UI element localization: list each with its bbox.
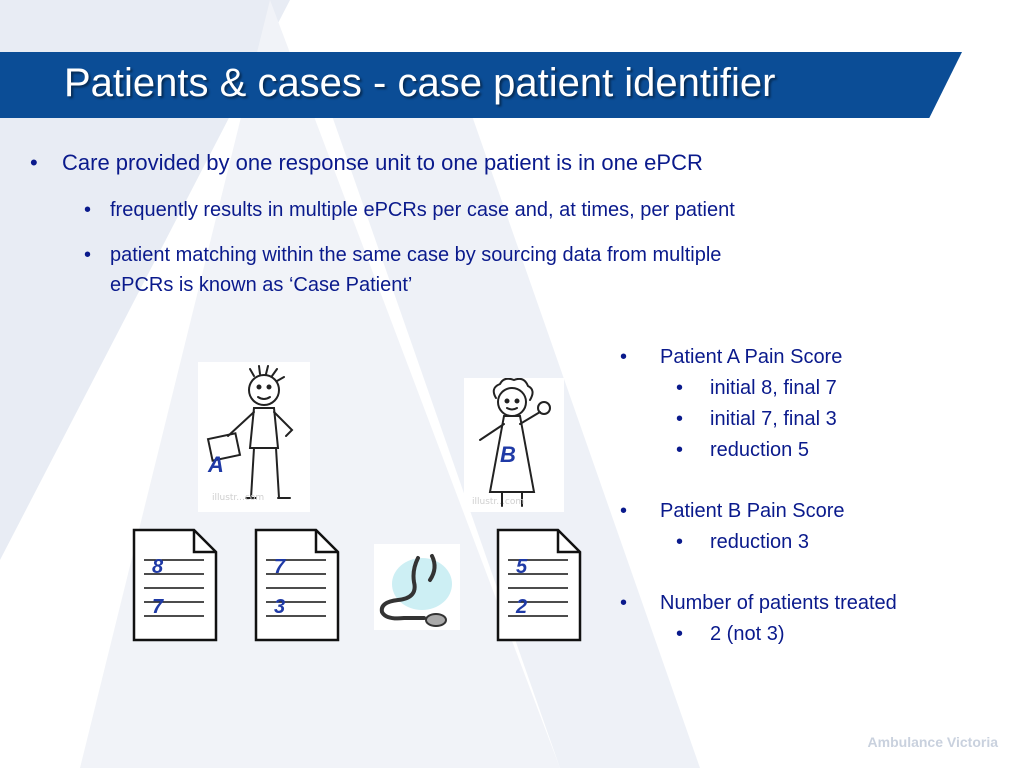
treated-item: 2 (not 3) bbox=[710, 623, 785, 645]
girl-with-flower-icon: illustr...com bbox=[472, 377, 551, 507]
patient-a-item: reduction 5 bbox=[710, 439, 809, 461]
patient-a-item: initial 8, final 7 bbox=[710, 377, 837, 399]
bullet-dot: • bbox=[676, 439, 684, 461]
doc-3-initial: 5 bbox=[516, 556, 528, 578]
patient-a-heading: Patient A Pain Score bbox=[660, 346, 843, 368]
patient-a-label: A bbox=[208, 452, 224, 477]
footer-logo-text: Ambulance Victoria bbox=[867, 734, 998, 750]
sub-bullet-2-line-1: patient matching within the same case by… bbox=[110, 244, 722, 266]
epcr-document-icon bbox=[496, 528, 582, 642]
bullet-dot: • bbox=[676, 623, 684, 645]
title-bar: Patients & cases - case patient identifi… bbox=[0, 52, 962, 118]
epcr-document-icon bbox=[132, 528, 218, 642]
treated-heading: Number of patients treated bbox=[660, 592, 897, 614]
bullet-dot: • bbox=[84, 244, 92, 266]
doc-3-final: 2 bbox=[516, 596, 528, 618]
bullet-dot: • bbox=[620, 346, 628, 368]
man-with-bag-icon: illustr...com bbox=[206, 365, 294, 503]
svg-text:illustr...com: illustr...com bbox=[472, 497, 524, 507]
bullet-dot: • bbox=[620, 500, 628, 522]
sub-bullet-1: frequently results in multiple ePCRs per… bbox=[110, 199, 735, 221]
doc-2-initial: 7 bbox=[274, 556, 286, 578]
patient-a-item: initial 7, final 3 bbox=[710, 408, 837, 430]
sub-bullet-2-line-2: ePCRs is known as ‘Case Patient’ bbox=[110, 274, 413, 296]
epcr-document-icon bbox=[254, 528, 340, 642]
bullet-dot: • bbox=[676, 531, 684, 553]
bullet-dot: • bbox=[676, 377, 684, 399]
doc-1-final: 7 bbox=[152, 596, 164, 618]
bullet-dot: • bbox=[30, 150, 38, 175]
page-title: Patients & cases - case patient identifi… bbox=[64, 61, 776, 105]
patient-b-label: B bbox=[500, 442, 516, 467]
bullet-dot: • bbox=[620, 592, 628, 614]
doc-2-final: 3 bbox=[274, 596, 286, 618]
patient-b-heading: Patient B Pain Score bbox=[660, 500, 845, 522]
stethoscope-figure bbox=[374, 544, 460, 630]
bullet-dot: • bbox=[676, 408, 684, 430]
svg-text:illustr...com: illustr...com bbox=[212, 493, 264, 503]
bullet-dot: • bbox=[84, 199, 92, 221]
main-bullet: Care provided by one response unit to on… bbox=[62, 150, 703, 175]
patient-a-figure: illustr...com bbox=[198, 362, 310, 512]
patient-b-figure: illustr...com bbox=[464, 377, 564, 512]
stethoscope-icon bbox=[379, 554, 452, 627]
doc-1-initial: 8 bbox=[152, 556, 164, 578]
patient-b-item: reduction 3 bbox=[710, 531, 809, 553]
